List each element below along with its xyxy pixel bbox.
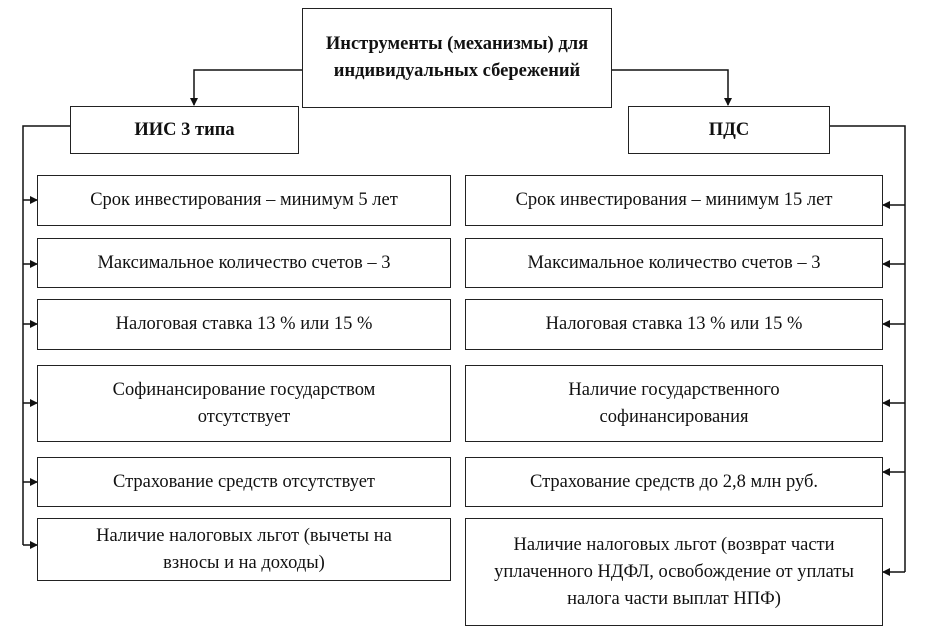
root-box: Инструменты (механизмы) для индивидуальн… [302,8,612,108]
item-text: Срок инвестирования – минимум 5 лет [90,190,398,210]
item-text: Максимальное количество счетов – 3 [527,252,821,273]
pds-item: Страхование средств до 2,8 млн руб. [465,457,883,507]
pds-item: Срок инвестирования – минимум 15 лет [465,175,883,226]
arrow-root-to-pds [612,69,732,106]
iis-item: Софинансирование государством отсутствуе… [37,365,451,442]
root-title: Инструменты (механизмы) для индивидуальн… [325,34,589,81]
item-text: Страхование средств отсутствует [112,471,376,492]
arrow-root-to-iis [190,69,302,106]
item-text: Максимальное количество счетов – 3 [97,252,391,273]
item-text: Срок инвестирования – минимум 15 лет [515,190,833,210]
item-text: Страхование средств до 2,8 млн руб. [529,471,819,492]
item-text: Налоговая ставка 13 % или 15 % [545,314,803,334]
iis-item: Страхование средств отсутствует [37,457,451,507]
pds-item: Максимальное количество счетов – 3 [465,238,883,288]
iis-title: ИИС 3 типа [134,119,235,140]
pds-box: ПДС [628,106,830,154]
item-text: Наличие государственного софинансировани… [568,379,780,427]
item-text: Налоговая ставка 13 % или 15 % [115,314,373,334]
iis-item: Наличие налоговых льгот (вычеты на взнос… [37,518,451,581]
item-text: Софинансирование государством отсутствуе… [112,379,376,427]
pds-item: Наличие государственного софинансировани… [465,365,883,442]
item-text: Наличие налоговых льгот (вычеты на взнос… [96,525,392,573]
pds-item: Налоговая ставка 13 % или 15 % [465,299,883,350]
right-trunk-line [830,125,906,572]
pds-title: ПДС [708,119,750,140]
iis-item: Налоговая ставка 13 % или 15 % [37,299,451,350]
iis-item: Срок инвестирования – минимум 5 лет [37,175,451,226]
iis-box: ИИС 3 типа [70,106,299,154]
pds-item: Наличие налоговых льгот (возврат части у… [465,518,883,626]
item-text: Наличие налоговых льгот (возврат части у… [494,534,854,609]
iis-item: Максимальное количество счетов – 3 [37,238,451,288]
left-trunk-line [22,125,70,545]
